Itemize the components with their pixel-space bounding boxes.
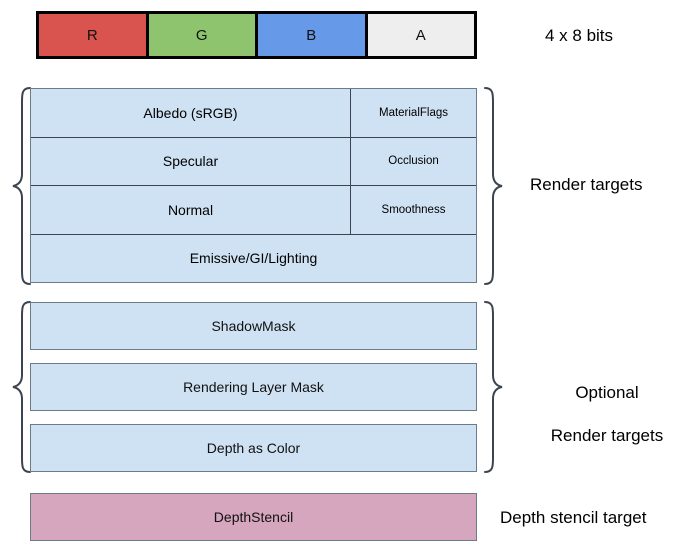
render-target-row: Specular Occlusion xyxy=(31,137,476,186)
render-target-rgb-label: Emissive/GI/Lighting xyxy=(189,250,318,267)
render-target-rgb-label: Normal xyxy=(167,201,214,218)
depth-stencil-box-label: DepthStencil xyxy=(213,509,294,525)
render-target-alpha-cell: Occlusion xyxy=(351,138,476,186)
optional-render-targets-label-line-1: Optional xyxy=(575,383,639,403)
channel-cell-r: R xyxy=(39,14,149,56)
channel-cell-a: A xyxy=(367,14,474,56)
render-target-alpha-label: MaterialFlags xyxy=(378,106,449,119)
channel-label-b: B xyxy=(306,26,317,44)
channel-label-a: A xyxy=(415,26,426,44)
render-target-alpha-cell: MaterialFlags xyxy=(351,89,476,137)
channel-label-r: R xyxy=(86,26,98,44)
optional-render-targets-label-line-2: Render targets xyxy=(550,425,664,445)
render-target-row: Emissive/GI/Lighting xyxy=(31,235,476,283)
render-target-rgb-cell: Specular xyxy=(31,137,351,185)
render-target-row: Normal Smoothness xyxy=(31,186,476,235)
optional-render-targets-right-brace xyxy=(483,300,505,474)
depth-stencil-label: Depth stencil target xyxy=(500,508,647,527)
render-target-alpha-label: Occlusion xyxy=(388,155,439,168)
optional-render-target-box: Depth as Color xyxy=(30,424,477,472)
optional-render-target-label: Depth as Color xyxy=(206,440,301,456)
render-target-rgb-cell: Albedo (sRGB) xyxy=(31,89,351,137)
depth-stencil-box: DepthStencil xyxy=(30,493,477,541)
optional-render-targets-label: Optional Render targets xyxy=(531,361,683,446)
optional-render-target-box: Rendering Layer Mask xyxy=(30,363,477,411)
channel-cell-b: B xyxy=(258,14,368,56)
render-target-rgb-cell: Normal xyxy=(31,186,351,234)
optional-render-targets-left-brace xyxy=(10,300,32,474)
render-target-rgb-label: Specular xyxy=(162,153,219,170)
render-target-rgb-cell: Emissive/GI/Lighting xyxy=(31,235,476,283)
channel-label-g: G xyxy=(195,26,208,44)
optional-render-target-label: ShadowMask xyxy=(211,318,296,334)
render-target-rgb-label: Albedo (sRGB) xyxy=(143,104,238,121)
render-target-row: Albedo (sRGB) MaterialFlags xyxy=(31,89,476,138)
render-targets-left-brace xyxy=(10,86,32,286)
channel-bits-label: 4 x 8 bits xyxy=(545,26,614,45)
channel-cell-g: G xyxy=(148,14,258,56)
optional-render-target-label: Rendering Layer Mask xyxy=(183,379,324,395)
render-targets-right-brace xyxy=(483,86,505,286)
render-targets-label: Render targets xyxy=(530,175,643,194)
render-targets-group: Albedo (sRGB) MaterialFlags Specular Occ… xyxy=(30,88,477,283)
render-target-alpha-cell: Smoothness xyxy=(351,186,476,234)
rgba-channel-bar: R G B A xyxy=(36,11,477,59)
optional-render-target-box: ShadowMask xyxy=(30,302,477,350)
render-target-alpha-label: Smoothness xyxy=(381,203,446,216)
